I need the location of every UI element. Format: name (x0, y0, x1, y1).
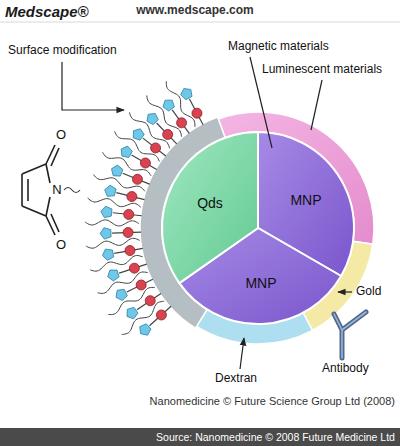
part-label: Luminescent materials (262, 63, 382, 77)
ligand-group (105, 185, 116, 196)
surface-ligands (85, 81, 203, 335)
header-rule (0, 22, 400, 23)
ligand-bead (127, 192, 137, 202)
ligand-bead (123, 228, 133, 238)
ligand-tail (122, 301, 165, 334)
ligand-stick (172, 110, 189, 133)
nanoparticle (140, 112, 374, 344)
ligand-tail (90, 255, 142, 271)
ligand-stick (157, 123, 177, 144)
ligand-bead (136, 280, 146, 290)
ligand-stick (137, 293, 161, 309)
atom-label: O (56, 128, 66, 143)
ligand-group (140, 324, 151, 335)
ligand-bead (151, 143, 161, 153)
part-label: Surface modification (8, 44, 117, 58)
atom-label: N (52, 183, 61, 198)
ligand-tail (88, 198, 141, 207)
ligand-group (181, 89, 192, 100)
core-label: Qds (197, 195, 223, 211)
ligand-group (112, 165, 123, 176)
source-note: Source: Nanomedicine © 2008 Future Medic… (156, 431, 395, 443)
ligand-group (127, 307, 138, 318)
ligand-tail (147, 95, 182, 136)
ligand-stick (189, 99, 203, 125)
core-label: MNP (290, 192, 321, 208)
quantum-dot-core (162, 132, 258, 283)
ligand-group (133, 129, 144, 140)
copyright-note: Nanomedicine © Future Science Group Ltd … (150, 395, 395, 408)
ligand-tail (86, 238, 140, 248)
ligand-group (101, 206, 112, 217)
ligand-tail (103, 152, 152, 176)
ligand-stick (127, 279, 153, 292)
ligand-group (102, 249, 113, 260)
ligand-group (100, 228, 111, 239)
ligand-bead (125, 246, 135, 256)
ligand-stick (132, 155, 157, 170)
ligand-tail (108, 287, 155, 314)
core-sector: MNP (286, 190, 325, 210)
ligand-tail (166, 81, 195, 127)
core-label: MNP (245, 275, 276, 291)
part-label: Dextran (215, 372, 257, 386)
ligand-tail (98, 272, 148, 293)
ligand-group (108, 270, 119, 281)
core-sector: MNP (241, 273, 280, 293)
ligand-bead (156, 310, 166, 320)
part-label: Gold (356, 285, 381, 299)
ligand-group (147, 113, 158, 124)
ligand-bead (177, 118, 187, 128)
ligand-stick (123, 173, 150, 184)
antibody-symbol (334, 312, 366, 358)
part-label: Antibody (322, 362, 369, 376)
footer-bar (0, 428, 400, 446)
part-label: Magnetic materials (228, 40, 329, 54)
ligand-bead (163, 129, 173, 139)
ligand-tail (93, 175, 144, 192)
atom-label: O (56, 238, 66, 253)
ligand-group (116, 289, 127, 300)
ligand-bead (140, 158, 150, 168)
ligand-bead (145, 296, 155, 306)
url-text: www.medscape.com (136, 4, 254, 18)
ligand-tail (115, 131, 160, 161)
logo-text: Medscape® (5, 3, 89, 20)
ligand-stick (150, 306, 172, 325)
ligand-tail (129, 112, 169, 148)
ligand-bead (124, 209, 134, 219)
ligand-bead (132, 174, 142, 184)
ligand-stick (143, 138, 166, 156)
core-sector: Qds (193, 193, 227, 213)
ligand-bead (129, 263, 139, 273)
ligand-tail (85, 220, 139, 226)
leader-lines (62, 57, 352, 369)
maleimide-structure (22, 145, 80, 235)
ligand-group (121, 146, 132, 157)
ligand-group (163, 100, 174, 111)
ligand-bead (192, 108, 202, 118)
